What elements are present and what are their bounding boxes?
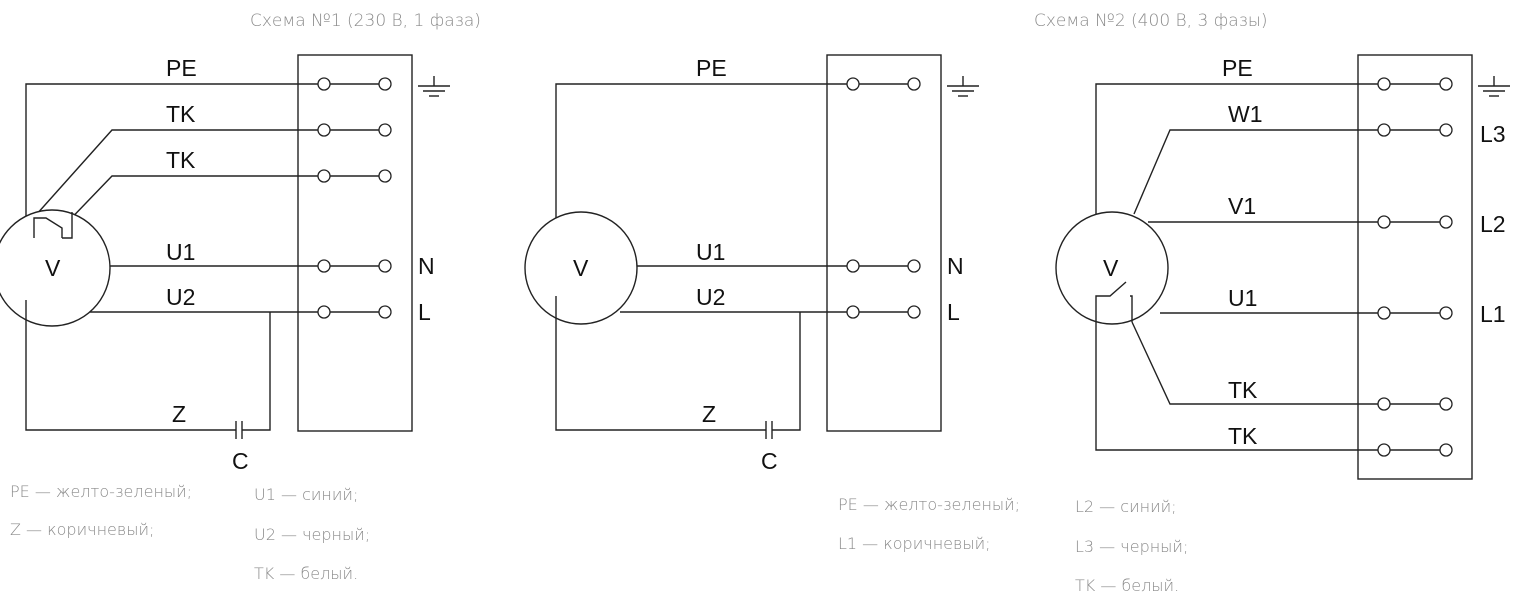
scheme1b-motor-label: V — [573, 255, 589, 281]
scheme1b-ground-icon — [947, 76, 979, 97]
scheme1-legend-u1: U1 — синий; — [254, 485, 358, 504]
scheme2-legend-l3: L3 — черный; — [1075, 537, 1188, 556]
scheme1b-u2-label: U2 — [696, 284, 725, 310]
scheme2-thermal-contact-icon — [1095, 281, 1127, 320]
scheme1-tk1-wire — [35, 129, 324, 216]
scheme1-terminal-block — [297, 54, 413, 432]
scheme1-c-wire — [242, 312, 271, 431]
scheme1-n-label: N — [418, 253, 435, 279]
scheme1-legend-tk: TK — белый. — [254, 564, 358, 583]
scheme1-ground-icon — [418, 76, 450, 97]
scheme1-motor-label: V — [45, 255, 61, 281]
scheme2-w1-label: W1 — [1228, 101, 1263, 127]
scheme1-tk1-label: TK — [166, 101, 196, 127]
scheme1-legend-z: Z — коричневый; — [10, 520, 154, 539]
scheme1-legend-pe: PE — желто-зеленый; — [10, 482, 192, 501]
scheme1-caption: Схема №1 (230 В, 1 фаза) — [250, 11, 481, 31]
scheme2-pe-wire — [1095, 83, 1384, 240]
scheme1-z-wire — [25, 300, 236, 431]
scheme2-motor-icon — [1055, 211, 1169, 325]
scheme2-legend-tk: TK — белый. — [1075, 576, 1179, 595]
scheme1b-l-label: L — [947, 299, 960, 325]
scheme2-ground-icon — [1478, 76, 1510, 97]
scheme2-terminals — [1377, 77, 1453, 457]
scheme1-motor-icon — [0, 209, 111, 327]
scheme1b-terminals — [846, 77, 921, 319]
scheme2-v1-label: V1 — [1228, 193, 1256, 219]
scheme1b-z-label: Z — [702, 401, 716, 427]
scheme1b-terminal-block — [826, 54, 942, 432]
scheme1-terminals — [317, 77, 392, 319]
scheme2-l2-label: L2 — [1480, 211, 1506, 237]
scheme1-legend-u2: U2 — черный; — [254, 525, 370, 544]
scheme1-z-label: Z — [172, 401, 186, 427]
scheme2-l1-label: L1 — [1480, 301, 1506, 327]
scheme1b-motor-icon — [524, 211, 638, 325]
scheme2-u1-label: U1 — [1228, 285, 1257, 311]
scheme1b-pe-label: PE — [696, 55, 727, 81]
scheme2-legend-l1: L1 — коричневый; — [838, 534, 991, 553]
scheme2-motor-label: V — [1103, 255, 1119, 281]
scheme2-tk2-label: TK — [1228, 423, 1258, 449]
scheme1-thermal-contact-icon — [33, 217, 63, 238]
scheme1-c-label: C — [232, 448, 249, 474]
scheme1b-n-label: N — [947, 253, 964, 279]
scheme2-legend-pe: PE — желто-зеленый; — [838, 495, 1020, 514]
scheme2-tk1-label: TK — [1228, 377, 1258, 403]
scheme2-w1-wire — [1133, 129, 1384, 215]
scheme2-tk2-wire — [1095, 320, 1384, 451]
scheme2-tk1-wire — [1131, 321, 1384, 405]
scheme1-u2-label: U2 — [166, 284, 195, 310]
scheme1b-c-label: C — [761, 448, 778, 474]
scheme2-l3-label: L3 — [1480, 121, 1506, 147]
scheme2-legend-l2: L2 — синий; — [1075, 497, 1177, 516]
scheme1-l-label: L — [418, 299, 431, 325]
scheme1-u1-label: U1 — [166, 239, 195, 265]
scheme1b-diagram: V PE U1 U2 Z C N L — [524, 54, 979, 474]
scheme2-caption: Схема №2 (400 В, 3 фазы) — [1034, 11, 1267, 31]
scheme1b-u1-label: U1 — [696, 239, 725, 265]
scheme1-diagram: V PE TK TK U1 U2 Z C N L PE — желто-зеле… — [0, 54, 450, 583]
scheme1b-pe-wire — [555, 83, 853, 240]
scheme1b-c-wire — [772, 312, 801, 431]
scheme2-terminal-block — [1357, 54, 1473, 480]
scheme2-pe-label: PE — [1222, 55, 1253, 81]
scheme1-tk2-label: TK — [166, 147, 196, 173]
scheme1-tk2-wire — [59, 175, 324, 231]
scheme1-pe-label: PE — [166, 55, 197, 81]
scheme1b-z-wire — [555, 296, 766, 431]
scheme2-diagram: V PE W1 V1 U1 TK TK L3 L2 L1 PE — желто-… — [838, 54, 1510, 595]
